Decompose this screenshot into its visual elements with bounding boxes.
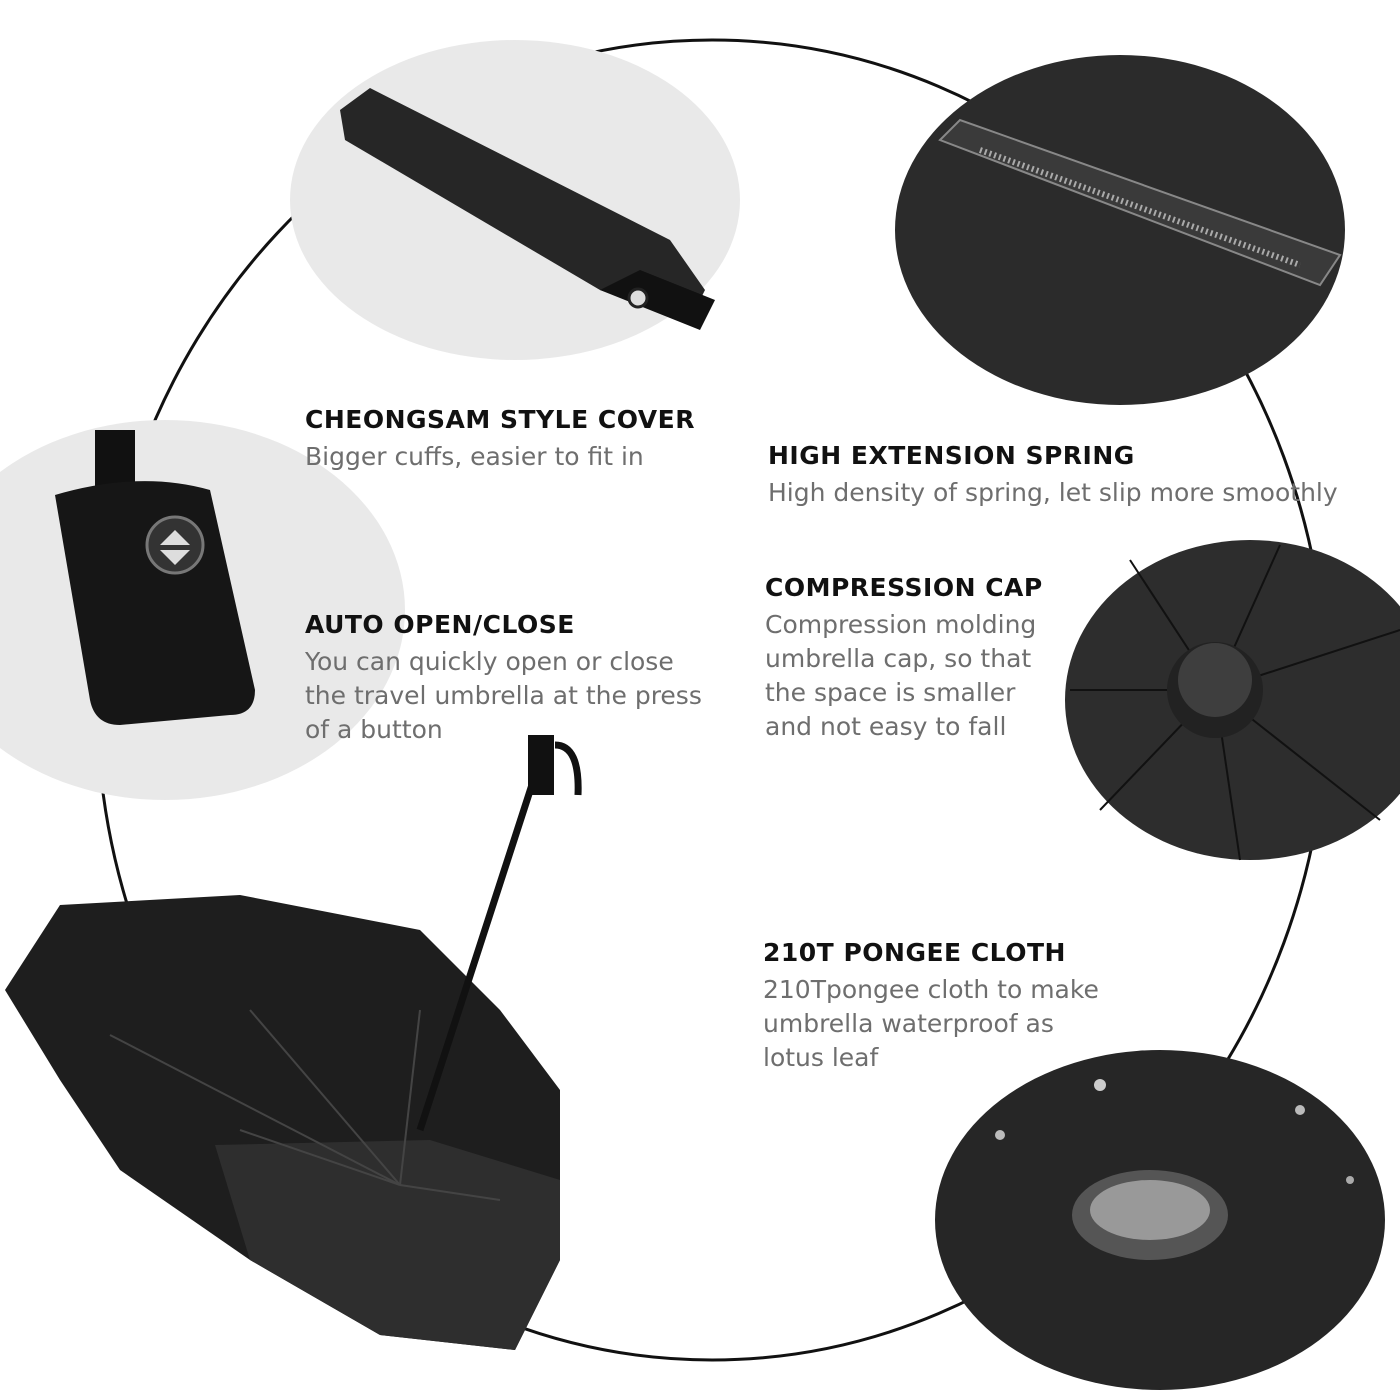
spring-detail-image bbox=[895, 55, 1345, 405]
feature-title: HIGH EXTENSION SPRING bbox=[768, 441, 1135, 470]
feature-desc-line: umbrella waterproof as bbox=[763, 1009, 1054, 1038]
feature-desc-line: Bigger cuffs, easier to fit in bbox=[305, 442, 644, 471]
feature-desc-line: the travel umbrella at the press bbox=[305, 681, 702, 710]
feature-desc-line: the space is smaller bbox=[765, 678, 1016, 707]
auto-open-detail-image bbox=[0, 420, 405, 800]
feature-desc-line: 210Tpongee cloth to make bbox=[763, 975, 1099, 1004]
feature-auto-open-close: AUTO OPEN/CLOSE You can quickly open or … bbox=[305, 610, 702, 747]
feature-desc-line: lotus leaf bbox=[763, 1043, 879, 1072]
feature-pongee-cloth: 210T PONGEE CLOTH 210Tpongee cloth to ma… bbox=[763, 938, 1099, 1075]
feature-desc: You can quickly open or close the travel… bbox=[305, 645, 702, 747]
feature-cheongsam-cover: CHEONGSAM STYLE COVER Bigger cuffs, easi… bbox=[305, 405, 695, 474]
cover-detail-image bbox=[290, 40, 740, 360]
feature-desc-line: and not easy to fall bbox=[765, 712, 1007, 741]
feature-title: COMPRESSION CAP bbox=[765, 573, 1043, 602]
feature-desc-line: umbrella cap, so that bbox=[765, 644, 1032, 673]
feature-desc-line: Compression molding bbox=[765, 610, 1037, 639]
feature-desc: Compression molding umbrella cap, so tha… bbox=[765, 608, 1043, 744]
feature-compression-cap: COMPRESSION CAP Compression molding umbr… bbox=[765, 573, 1043, 744]
cap-detail-image bbox=[1065, 540, 1400, 861]
feature-desc-line: You can quickly open or close bbox=[305, 647, 674, 676]
cloth-detail-image bbox=[935, 1050, 1385, 1390]
feature-desc-line: of a button bbox=[305, 715, 443, 744]
feature-title: 210T PONGEE CLOTH bbox=[763, 938, 1066, 967]
feature-spring: HIGH EXTENSION SPRING High density of sp… bbox=[768, 441, 1338, 510]
umbrella-image bbox=[5, 735, 582, 1350]
feature-desc: 210Tpongee cloth to make umbrella waterp… bbox=[763, 973, 1099, 1075]
feature-title: AUTO OPEN/CLOSE bbox=[305, 610, 575, 639]
feature-desc-line: High density of spring, let slip more sm… bbox=[768, 478, 1338, 507]
feature-title: CHEONGSAM STYLE COVER bbox=[305, 405, 695, 434]
